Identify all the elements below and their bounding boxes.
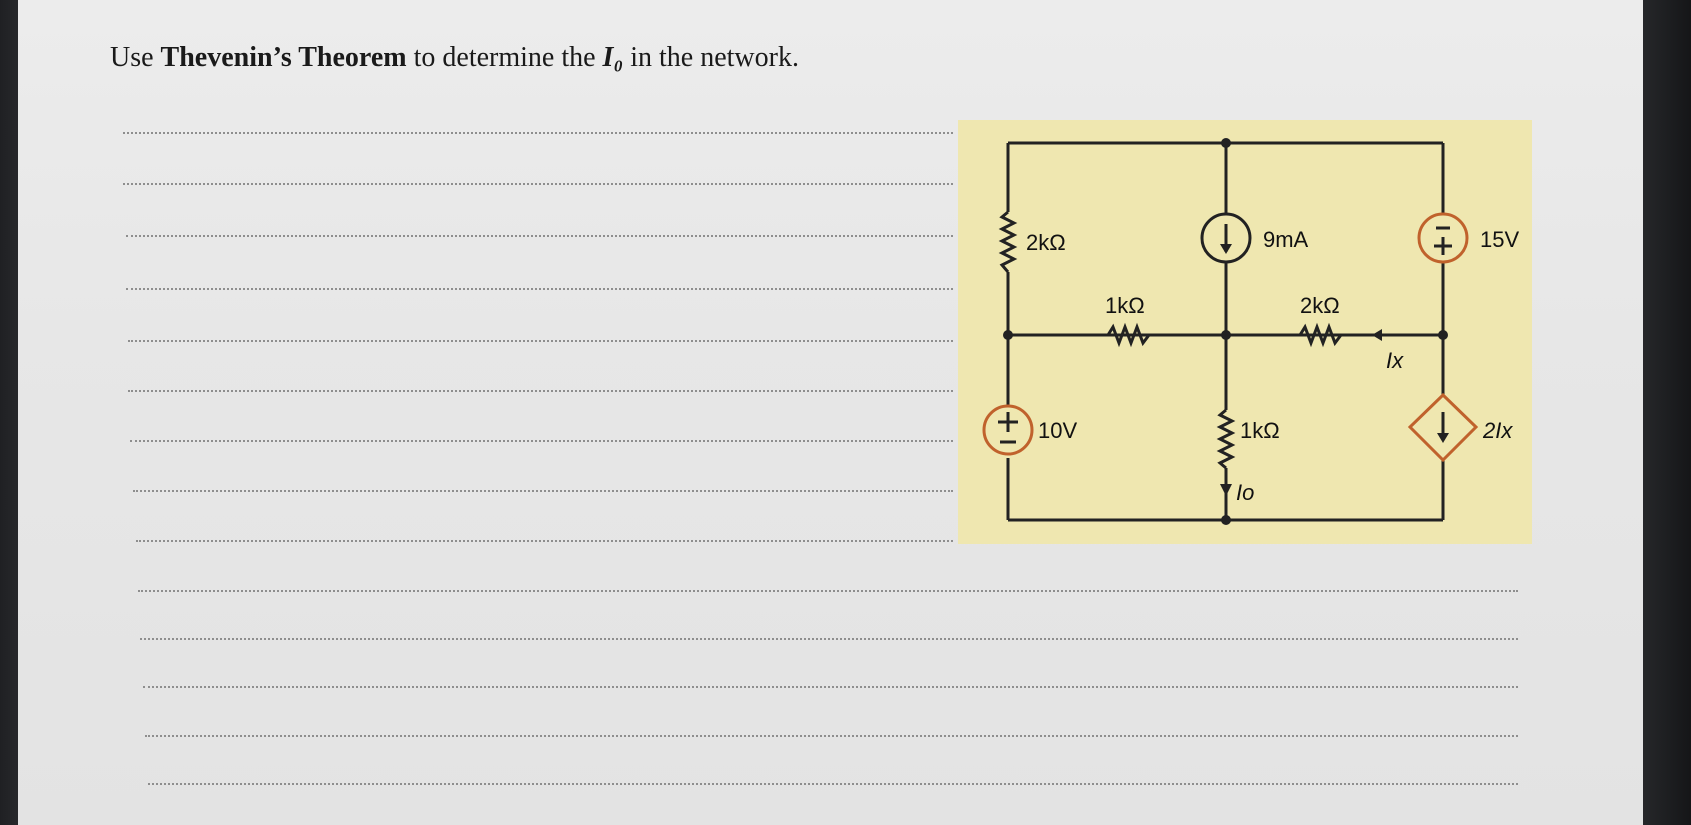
answer-line xyxy=(123,132,953,134)
question-suffix: in the network. xyxy=(623,42,799,73)
answer-line xyxy=(123,183,953,185)
answer-line xyxy=(130,440,953,442)
answer-line xyxy=(133,490,953,492)
resistor-2k-left-symbol xyxy=(998,210,1018,273)
label-9ma: 9mA xyxy=(1263,227,1309,252)
answer-line xyxy=(143,686,1518,688)
worksheet-page: Use Thevenin’s Theorem to determine the … xyxy=(18,0,1643,825)
question-variable: I₀ xyxy=(602,42,624,73)
current-io-arrow xyxy=(1220,484,1232,496)
node xyxy=(1221,515,1231,525)
question-text: Use Thevenin’s Theorem to determine the … xyxy=(110,42,799,74)
label-2ix: 2Ix xyxy=(1482,418,1513,443)
answer-line xyxy=(145,735,1518,737)
label-1k-horizontal: 1kΩ xyxy=(1105,293,1145,318)
label-1k-vertical: 1kΩ xyxy=(1240,418,1280,443)
answer-line xyxy=(140,638,1518,640)
resistor-1k-vertical-symbol xyxy=(1216,408,1236,470)
label-10v: 10V xyxy=(1038,418,1077,443)
label-2k-left: 2kΩ xyxy=(1026,230,1066,255)
node xyxy=(1438,330,1448,340)
answer-line xyxy=(128,340,953,342)
answer-line xyxy=(128,390,953,392)
circuit-diagram: 2kΩ 9mA 15V 1kΩ 2kΩ Ix 10V 1kΩ 2Ix Io xyxy=(958,120,1532,544)
circuit-svg: 2kΩ 9mA 15V 1kΩ 2kΩ Ix 10V 1kΩ 2Ix Io xyxy=(982,138,1519,525)
answer-line xyxy=(126,288,953,290)
node xyxy=(1221,330,1231,340)
node xyxy=(1003,330,1013,340)
answer-line xyxy=(148,783,1518,785)
question-theorem: Thevenin’s Theorem xyxy=(160,42,407,73)
resistor-2k-horizontal-symbol xyxy=(1298,322,1350,348)
resistor-1k-horizontal-symbol xyxy=(1106,322,1158,348)
node xyxy=(1221,138,1231,148)
label-io: Io xyxy=(1236,480,1254,505)
label-ix: Ix xyxy=(1386,348,1404,373)
answer-line xyxy=(136,540,953,542)
label-2k-horizontal: 2kΩ xyxy=(1300,293,1340,318)
answer-line xyxy=(138,590,1518,592)
answer-line xyxy=(126,235,953,237)
question-middle: to determine the xyxy=(406,42,603,73)
question-prefix: Use xyxy=(110,42,161,73)
current-ix-arrow xyxy=(1372,329,1382,341)
label-15v: 15V xyxy=(1480,227,1519,252)
